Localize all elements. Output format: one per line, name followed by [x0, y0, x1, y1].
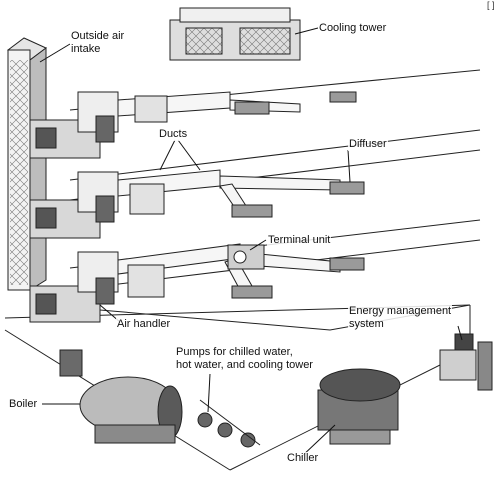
terminal-unit	[228, 245, 264, 269]
label-diffuser: Diffuser	[348, 138, 388, 151]
label-ducts: Ducts	[158, 128, 188, 141]
label-line: Energy management	[349, 305, 451, 318]
label-terminal-unit: Terminal unit	[267, 234, 331, 247]
air-shaft	[8, 38, 46, 290]
label-air-handler: Air handler	[116, 318, 171, 331]
cooling-tower	[170, 8, 300, 60]
chiller	[318, 369, 400, 444]
label-line: Pumps for chilled water,	[176, 346, 313, 359]
label-energy-management-system: Energy management system	[348, 305, 452, 331]
label-line: intake	[71, 43, 124, 56]
label-boiler: Boiler	[8, 398, 38, 411]
boiler	[60, 350, 182, 443]
label-pumps: Pumps for chilled water, hot water, and …	[175, 346, 314, 372]
pumps	[198, 400, 260, 447]
label-line: Outside air	[71, 30, 124, 43]
label-chiller: Chiller	[286, 452, 319, 465]
label-line: system	[349, 318, 451, 331]
label-line: hot water, and cooling tower	[176, 359, 313, 372]
air-handlers	[30, 92, 118, 322]
label-outside-air-intake: Outside air intake	[70, 30, 125, 56]
energy-management-workstation	[440, 334, 492, 390]
label-cooling-tower: Cooling tower	[318, 22, 387, 35]
corner-mark: [ ]	[487, 0, 495, 10]
